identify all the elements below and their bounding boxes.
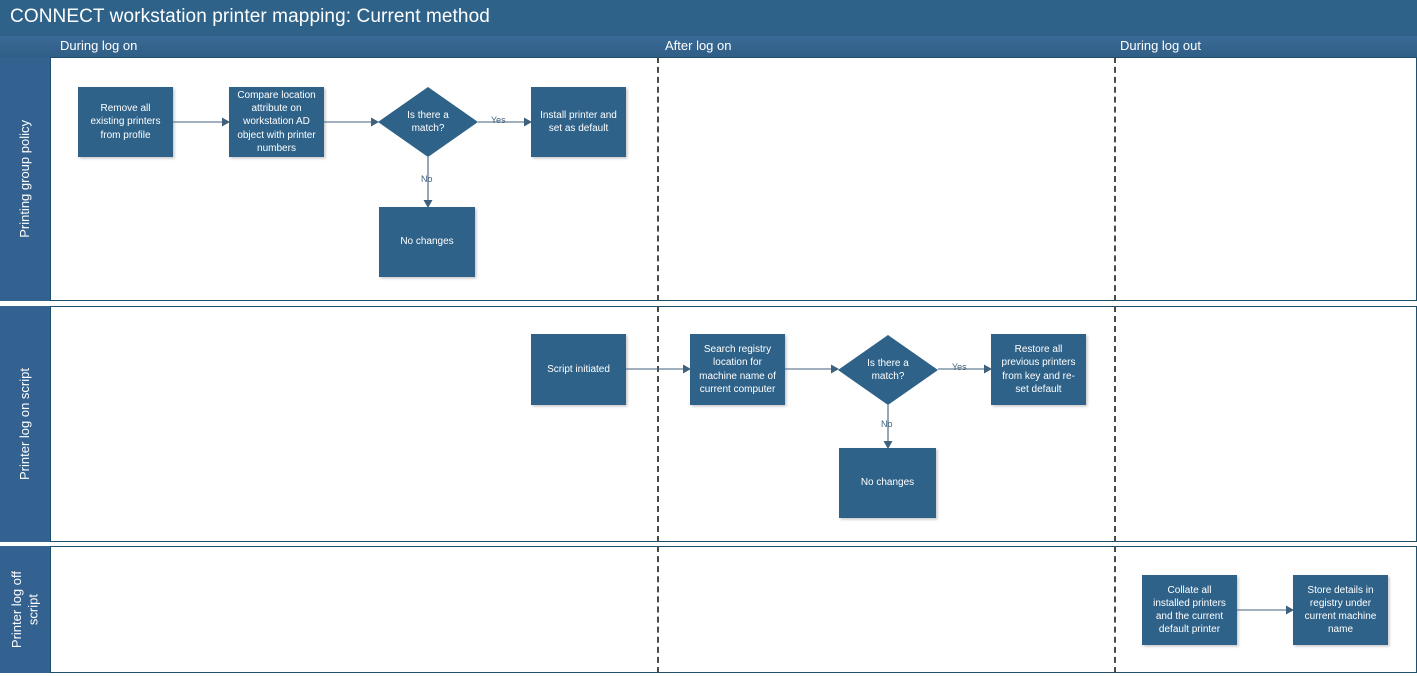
node-script-initiated[interactable]: Script initiated (531, 334, 626, 405)
page-title: CONNECT workstation printer mapping: Cur… (10, 6, 490, 27)
node-no-changes-2[interactable]: No changes (839, 448, 936, 518)
title-bar: CONNECT workstation printer mapping: Cur… (0, 0, 1417, 36)
node-restore-all-previous-printers[interactable]: Restore all previous printers from key a… (991, 334, 1086, 405)
lane-label-printing-group-policy: Printing group policy (0, 57, 50, 301)
lane-label-printer-log-off-script: Printer log off script (0, 546, 50, 673)
phase-label-during-log-on: During log on (60, 38, 138, 53)
phase-label-during-log-out: During log out (1120, 38, 1201, 53)
lane-label-printer-log-on-script: Printer log on script (0, 306, 50, 542)
edge-label-no-1: No (421, 174, 433, 184)
lane-label-text: Printer log off script (8, 570, 40, 649)
node-decision-is-there-a-match-2[interactable]: Is there a match? (838, 335, 938, 405)
lane-label-text: Printing group policy (16, 120, 32, 238)
phase-divider-1-lane-1 (657, 57, 659, 301)
phase-divider-1-lane-3 (657, 546, 659, 673)
phase-divider-2-lane-1 (1114, 57, 1116, 301)
lane-label-text: Printer log on script (16, 368, 32, 480)
node-store-details-in-registry[interactable]: Store details in registry under current … (1293, 575, 1388, 645)
edge-label-no-2: No (881, 419, 893, 429)
phase-divider-2-lane-3 (1114, 546, 1116, 673)
node-decision-is-there-a-match-1[interactable]: Is there a match? (378, 87, 478, 157)
node-collate-all-installed-printers[interactable]: Collate all installed printers and the c… (1142, 575, 1237, 645)
phase-label-after-log-on: After log on (665, 38, 732, 53)
decision-label: Is there a match? (867, 357, 909, 382)
node-search-registry-location[interactable]: Search registry location for machine nam… (690, 334, 785, 405)
phase-divider-1-lane-2 (657, 306, 659, 542)
decision-label: Is there a match? (407, 109, 449, 134)
phase-divider-2-lane-2 (1114, 306, 1116, 542)
node-no-changes-1[interactable]: No changes (379, 207, 475, 277)
node-remove-all-existing-printers[interactable]: Remove all existing printers from profil… (78, 87, 173, 157)
edge-label-yes-2: Yes (952, 362, 967, 372)
node-install-printer-set-default[interactable]: Install printer and set as default (531, 87, 626, 157)
edge-label-yes-1: Yes (491, 115, 506, 125)
node-compare-location-attribute[interactable]: Compare location attribute on workstatio… (229, 87, 324, 157)
phase-header-band (0, 36, 1417, 57)
